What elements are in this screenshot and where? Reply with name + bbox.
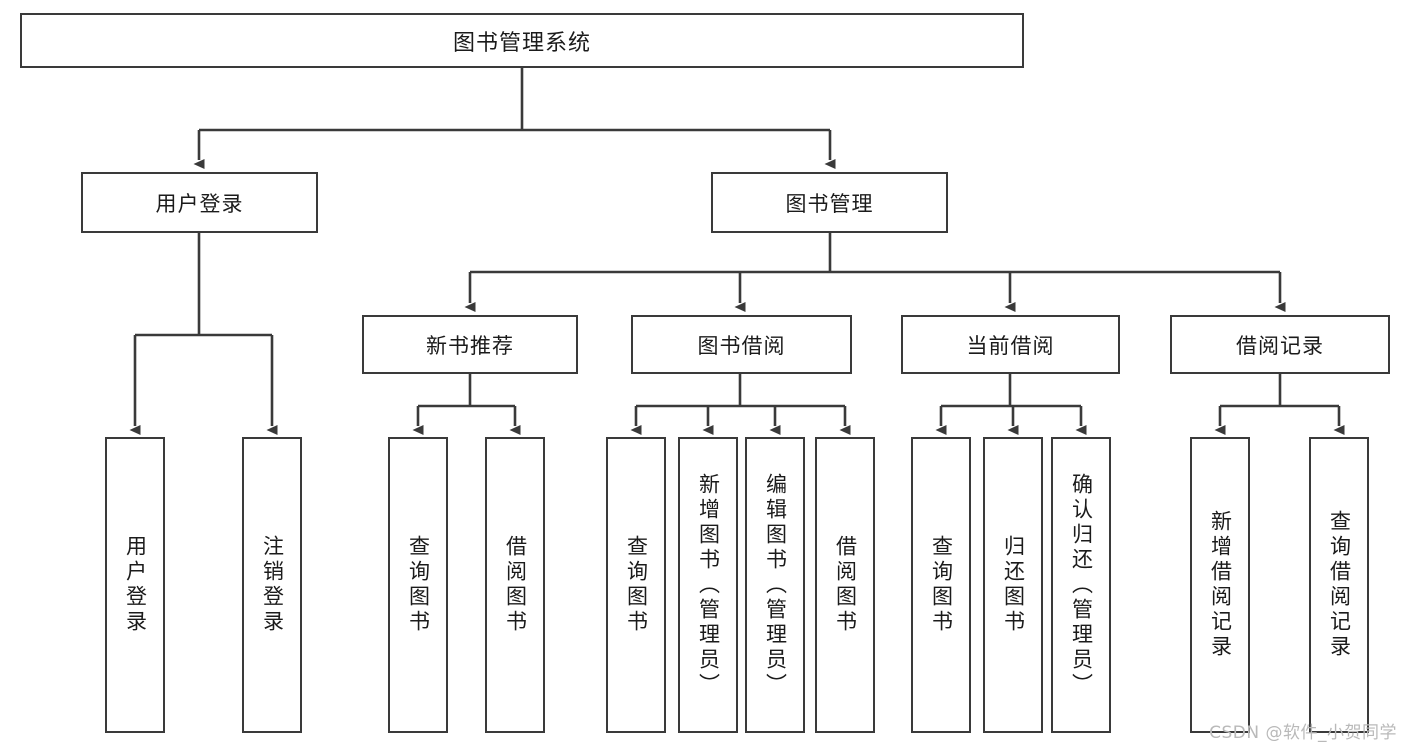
node-borrow-record[interactable]: 借阅记录 [1170, 315, 1390, 374]
leaf-query-book-1[interactable]: 查询图书 [388, 437, 448, 733]
leaf-label: 查询图书 [406, 535, 431, 635]
leaf-label: 新增借阅记录 [1208, 510, 1233, 660]
leaf-label: 注销登录 [260, 535, 285, 635]
leaf-logout[interactable]: 注销登录 [242, 437, 302, 733]
node-book-manage[interactable]: 图书管理 [711, 172, 948, 233]
leaf-borrow-book-2[interactable]: 借阅图书 [815, 437, 875, 733]
node-root[interactable]: 图书管理系统 [20, 13, 1024, 68]
leaf-label: 编辑图书（管理员） [763, 472, 788, 698]
leaf-query-book-3[interactable]: 查询图书 [911, 437, 971, 733]
leaf-borrow-book-1[interactable]: 借阅图书 [485, 437, 545, 733]
leaf-label: 查询借阅记录 [1327, 510, 1352, 660]
leaf-add-book[interactable]: 新增图书（管理员） [678, 437, 738, 733]
leaf-edit-book[interactable]: 编辑图书（管理员） [745, 437, 805, 733]
leaf-confirm-return[interactable]: 确认归还（管理员） [1051, 437, 1111, 733]
node-new-book-recommend[interactable]: 新书推荐 [362, 315, 578, 374]
leaf-label: 确认归还（管理员） [1069, 472, 1094, 698]
leaf-return-book[interactable]: 归还图书 [983, 437, 1043, 733]
leaf-label: 借阅图书 [503, 535, 528, 635]
leaf-label: 查询图书 [929, 535, 954, 635]
node-current-borrow[interactable]: 当前借阅 [901, 315, 1120, 374]
leaf-label: 新增图书（管理员） [696, 472, 721, 698]
leaf-query-record[interactable]: 查询借阅记录 [1309, 437, 1369, 733]
watermark: CSDN @软件_小贺同学 [1209, 723, 1397, 743]
leaf-query-book-2[interactable]: 查询图书 [606, 437, 666, 733]
node-book-borrow[interactable]: 图书借阅 [631, 315, 852, 374]
leaf-label: 查询图书 [624, 535, 649, 635]
leaf-label: 借阅图书 [833, 535, 858, 635]
leaf-user-login[interactable]: 用户登录 [105, 437, 165, 733]
leaf-label: 归还图书 [1001, 535, 1026, 635]
node-user-login[interactable]: 用户登录 [81, 172, 318, 233]
leaf-label: 用户登录 [123, 535, 148, 635]
leaf-add-record[interactable]: 新增借阅记录 [1190, 437, 1250, 733]
